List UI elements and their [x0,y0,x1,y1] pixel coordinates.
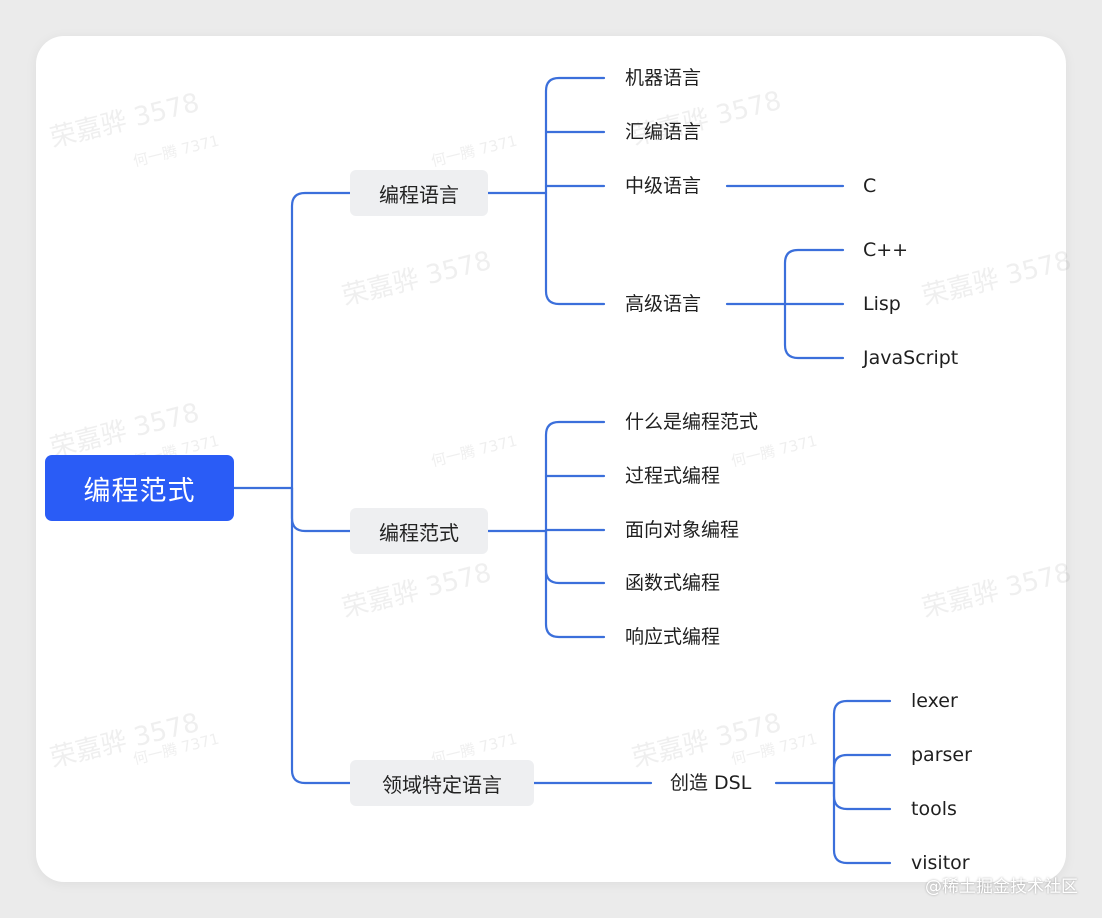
node-what-is-paradigm[interactable]: 什么是编程范式 [625,411,759,433]
node-create-dsl[interactable]: 创造 DSL [670,772,752,794]
source-credit: @稀土掘金技术社区 [925,877,1078,897]
node-functional[interactable]: 函数式编程 [625,572,721,594]
node-lisp[interactable]: Lisp [863,293,901,315]
node-javascript[interactable]: JavaScript [863,347,959,369]
node-high-level-language[interactable]: 高级语言 [625,293,702,315]
node-cpp[interactable]: C++ [863,239,909,261]
node-lexer[interactable]: lexer [911,690,958,712]
node-parser[interactable]: parser [911,744,972,766]
branch-dsl[interactable]: 领域特定语言 [350,760,534,806]
node-mid-level-language[interactable]: 中级语言 [625,175,702,197]
node-assembly-language[interactable]: 汇编语言 [625,121,702,143]
root-node[interactable]: 编程范式 [45,455,234,521]
branch-programming-languages[interactable]: 编程语言 [350,170,488,216]
branch-programming-paradigms[interactable]: 编程范式 [350,508,488,554]
node-machine-language[interactable]: 机器语言 [625,67,702,89]
node-reactive[interactable]: 响应式编程 [625,626,721,648]
node-object-oriented[interactable]: 面向对象编程 [625,519,740,541]
node-visitor[interactable]: visitor [911,852,970,874]
node-c[interactable]: C [863,175,877,197]
node-procedural[interactable]: 过程式编程 [625,465,721,487]
node-tools[interactable]: tools [911,798,957,820]
